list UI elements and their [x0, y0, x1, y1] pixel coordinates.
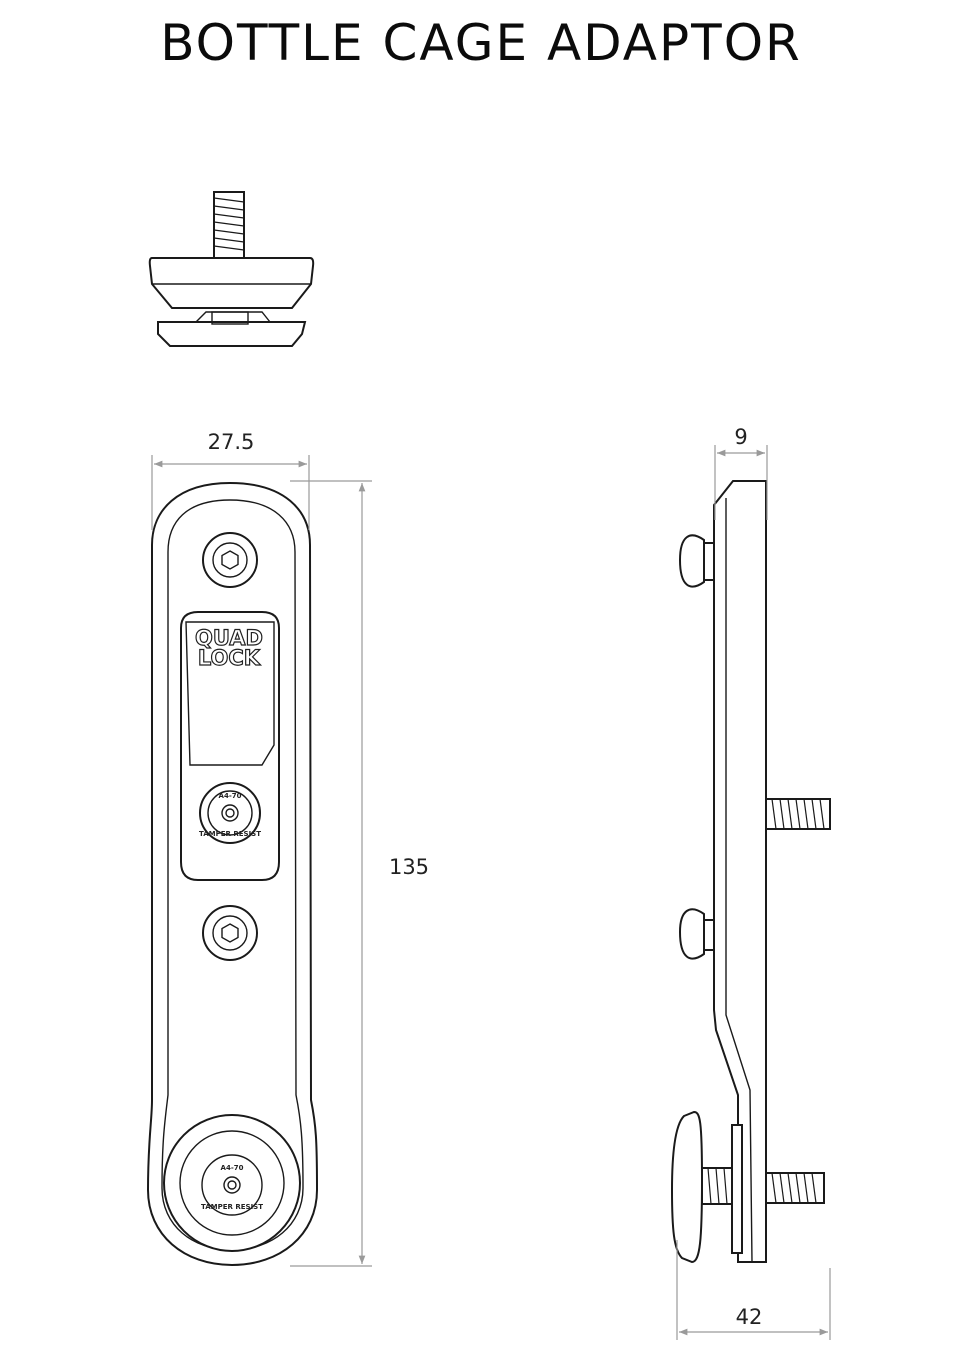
- side-view: [670, 480, 831, 1264]
- depth-value: 42: [736, 1305, 763, 1329]
- page-title: BOTTLE CAGE ADAPTOR: [160, 14, 802, 72]
- bolt-tamper-label: TAMPER RESIST: [199, 830, 261, 838]
- width-value: 27.5: [208, 430, 255, 454]
- depth-dimension: 42: [676, 1240, 831, 1340]
- thickness-dimension: 9: [714, 425, 768, 520]
- bolt2-tamper-label: TAMPER RESIST: [201, 1203, 263, 1211]
- height-value: 135: [389, 855, 429, 879]
- width-dimension: 27.5: [151, 430, 310, 530]
- top-view: [148, 191, 315, 347]
- bolt-grade-label: A4-70: [219, 792, 242, 800]
- thickness-value: 9: [734, 425, 747, 449]
- bolt2-grade-label: A4-70: [221, 1164, 244, 1172]
- logo-line1: QUAD: [195, 626, 263, 650]
- front-view: QUAD LOCK A4-70 TAMPER RESIST A4-70 TAMP…: [146, 481, 319, 1267]
- logo-line2: LOCK: [198, 646, 261, 670]
- height-dimension: 135: [290, 480, 429, 1267]
